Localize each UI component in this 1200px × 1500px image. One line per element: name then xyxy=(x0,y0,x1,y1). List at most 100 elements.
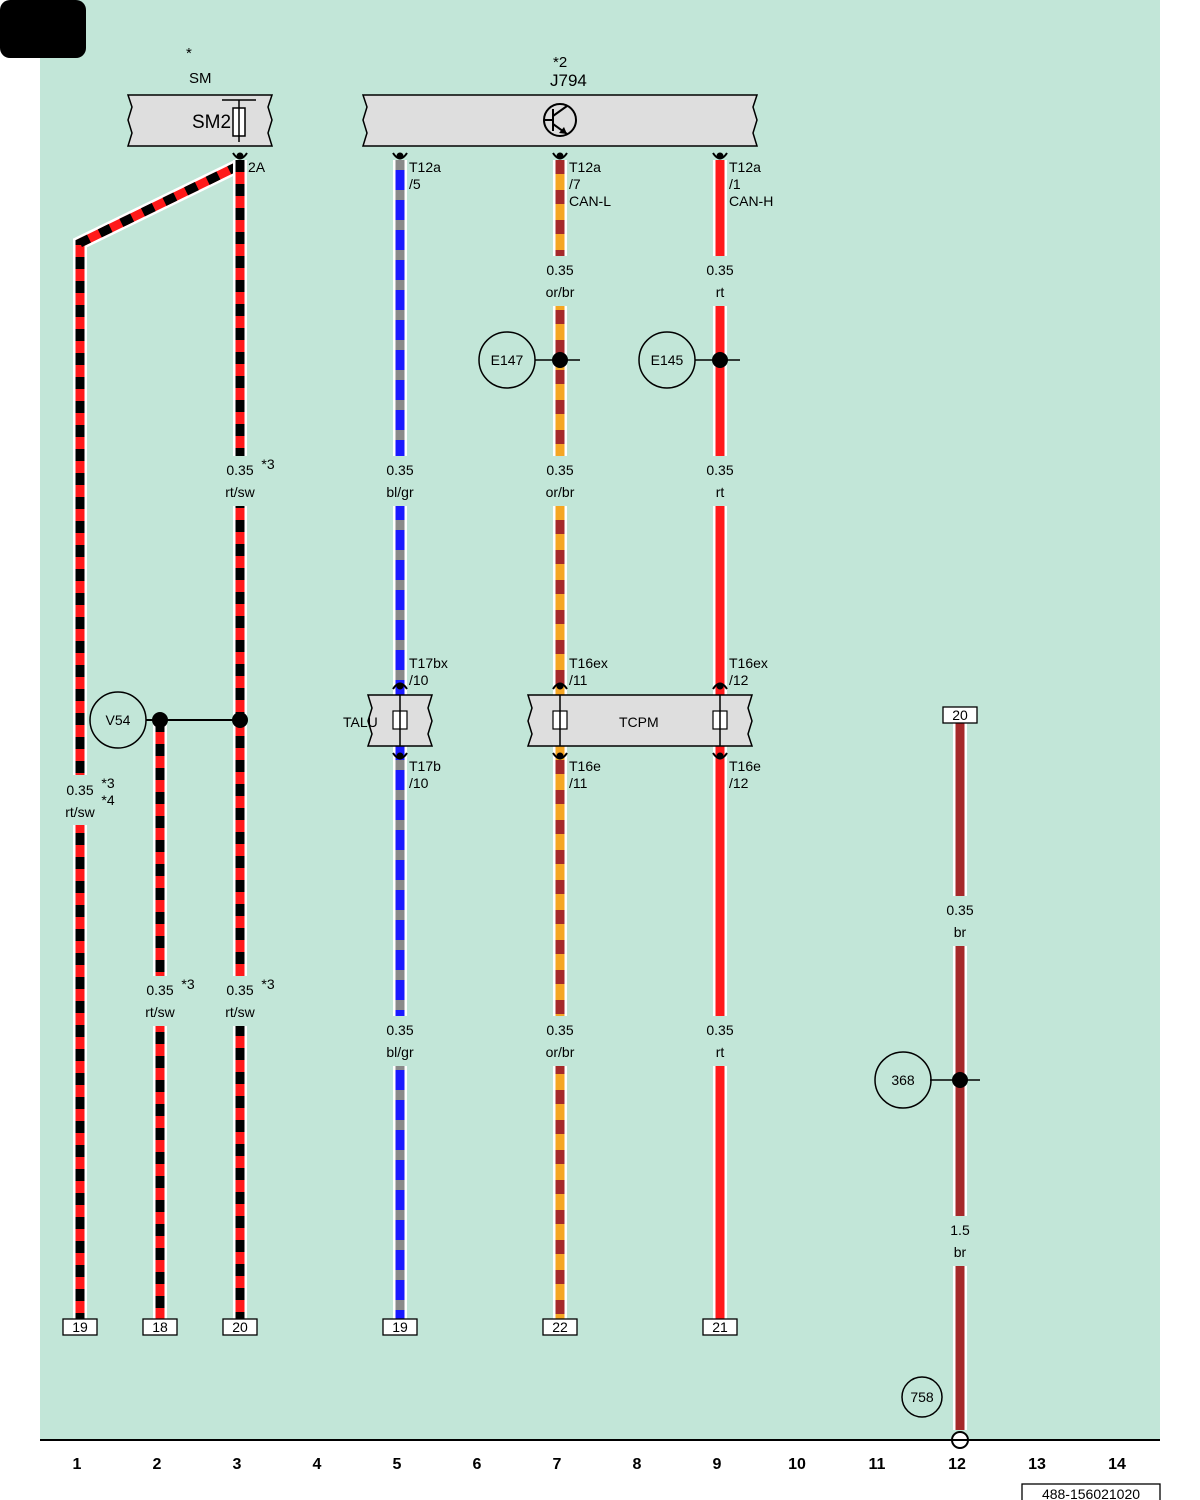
talu-label: TALU xyxy=(343,714,378,730)
ref-col7: 22 xyxy=(552,1319,568,1335)
c368-junction xyxy=(952,1072,968,1088)
ref-col3: 20 xyxy=(232,1319,248,1335)
pin-t12a-7-l1: T12a xyxy=(569,159,601,175)
pin-t12a-1-l1: T12a xyxy=(729,159,761,175)
component-talu[interactable]: TALU xyxy=(343,694,434,747)
pin-t12a-5-l2: /5 xyxy=(409,176,421,192)
gap-col12-b xyxy=(942,1216,978,1266)
ref-col9: 21 xyxy=(712,1319,728,1335)
ref-box-col7[interactable] xyxy=(542,1318,578,1336)
c368-label: 368 xyxy=(891,1072,915,1088)
doc-code-box xyxy=(1021,1483,1161,1500)
pin-t16e-11-l1: T16e xyxy=(569,758,601,774)
e145-circle[interactable] xyxy=(638,331,696,389)
pin-t16ex-11-l1: T16ex xyxy=(569,655,608,671)
j794-label: J794 xyxy=(550,71,587,90)
pin-t16e-12-l2: /12 xyxy=(729,775,749,791)
dot-t16e-12 xyxy=(716,752,724,760)
j794-box xyxy=(361,94,759,147)
component-j794[interactable]: *2 J794 xyxy=(361,54,759,147)
ref-box-col2[interactable] xyxy=(142,1318,178,1336)
footer-column-8: 8 xyxy=(633,1456,642,1473)
wl-col12-b-size: 1.5 xyxy=(950,1222,970,1238)
gap-col7-c xyxy=(542,1016,578,1066)
e145-label: E145 xyxy=(651,352,684,368)
gap-col9-b xyxy=(702,456,738,506)
footer-column-14: 14 xyxy=(1108,1456,1126,1473)
gap-col1 xyxy=(62,775,98,825)
label-gaps xyxy=(62,256,978,1266)
c758-label: 758 xyxy=(910,1389,934,1405)
corner-tab xyxy=(0,0,86,58)
wl-col2-size: 0.35 xyxy=(146,982,173,998)
footer-column-7: 7 xyxy=(553,1456,562,1473)
pin-t12a-1-l2: /1 xyxy=(729,176,741,192)
tcpm-box xyxy=(526,694,754,747)
ref-col5: 19 xyxy=(392,1319,408,1335)
sm-star: * xyxy=(186,45,192,62)
footer-column-9: 9 xyxy=(713,1456,722,1473)
wl-col9-c-color: rt xyxy=(716,1044,725,1060)
pin-t12a-5-l1: T12a xyxy=(409,159,441,175)
ref-box-col12-top[interactable] xyxy=(942,706,978,724)
wl-col9-b-color: rt xyxy=(716,484,725,500)
c758-circle[interactable] xyxy=(901,1376,943,1418)
ref-box-col1[interactable] xyxy=(62,1318,98,1336)
dot-t12a-1 xyxy=(716,152,724,160)
wl-col9-a-color: rt xyxy=(716,284,725,300)
wl-col2-color: rt/sw xyxy=(145,1004,175,1020)
ref-col2: 18 xyxy=(152,1319,168,1335)
transistor-collector xyxy=(552,105,568,117)
ref-box-col3[interactable] xyxy=(222,1318,258,1336)
wl-col3-upper-color: rt/sw xyxy=(225,484,255,500)
pin-labels: 2A T12a /5 T12a /7 CAN-L T12a /1 CAN-H T… xyxy=(248,159,773,791)
v54-circle[interactable] xyxy=(89,691,147,749)
gap-col7-a xyxy=(542,256,578,306)
sm-fuse-label: SM2 xyxy=(192,112,231,133)
pin-t16ex-12-l1: T16ex xyxy=(729,655,768,671)
wl-col5-lower-color: bl/gr xyxy=(386,1044,414,1060)
ref-box-col9[interactable] xyxy=(702,1318,738,1336)
wl-col5-lower-size: 0.35 xyxy=(386,1022,413,1038)
tcpm-label: TCPM xyxy=(619,714,659,730)
wl-col2-note: *3 xyxy=(181,976,194,992)
wl-col5-upper-color: bl/gr xyxy=(386,484,414,500)
gap-col12-a xyxy=(942,896,978,946)
dot-sm-2a xyxy=(236,152,244,160)
gap-col5-lower xyxy=(382,1016,418,1066)
gap-col3-lower xyxy=(222,976,258,1026)
reference-boxes[interactable]: 19 18 20 19 22 21 20 xyxy=(62,706,978,1336)
gap-col3-upper xyxy=(222,456,258,506)
wl-col1-note2: *4 xyxy=(101,792,114,808)
wl-col12-b-color: br xyxy=(954,1244,967,1260)
footer-column-1: 1 xyxy=(73,1456,82,1473)
pin-t16e-12-l1: T16e xyxy=(729,758,761,774)
wl-col3-lower-size: 0.35 xyxy=(226,982,253,998)
wl-col9-a-size: 0.35 xyxy=(706,262,733,278)
wl-col12-a-color: br xyxy=(954,924,967,940)
transistor-icon xyxy=(543,103,577,137)
wl-col3-upper-note: *3 xyxy=(261,456,274,472)
wl-col12-a-size: 0.35 xyxy=(946,902,973,918)
component-sm[interactable]: * SM SM2 xyxy=(126,45,274,147)
ref-box-col5[interactable] xyxy=(382,1318,418,1336)
pin-t12a-7-l3: CAN-L xyxy=(569,193,611,209)
e147-circle[interactable] xyxy=(478,331,536,389)
component-tcpm[interactable]: TCPM xyxy=(526,694,754,747)
pin-t16e-11-l2: /11 xyxy=(569,775,588,791)
pin-t17b-10-l1: T17b xyxy=(409,758,441,774)
dot-t12a-5 xyxy=(396,152,404,160)
ref-col1: 19 xyxy=(72,1319,88,1335)
footer-column-12: 12 xyxy=(948,1456,966,1473)
gap-col7-b xyxy=(542,456,578,506)
wl-col7-a-size: 0.35 xyxy=(546,262,573,278)
pin-t12a-1-l3: CAN-H xyxy=(729,193,773,209)
wl-col7-c-size: 0.35 xyxy=(546,1022,573,1038)
j794-note: *2 xyxy=(553,54,567,71)
footer-column-4: 4 xyxy=(313,1456,322,1473)
sm-label: SM xyxy=(189,70,212,87)
gap-col2 xyxy=(142,976,178,1026)
c368-circle[interactable] xyxy=(874,1051,932,1109)
gap-col5-upper xyxy=(382,456,418,506)
